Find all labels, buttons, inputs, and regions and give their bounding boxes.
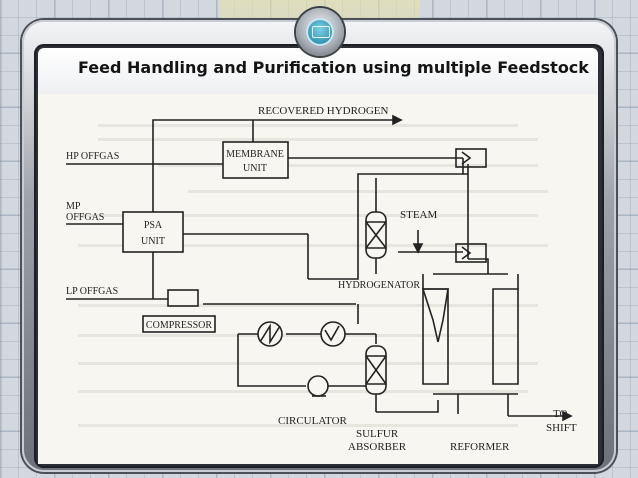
hp-offgas-label: HP OFFGAS <box>66 151 119 162</box>
compressor-label: COMPRESSOR <box>146 320 212 331</box>
sulfur-label: SULFUR <box>356 428 399 440</box>
psa-unit-label: UNIT <box>141 236 165 247</box>
feed-effluent-exchanger <box>320 321 346 347</box>
mp-label: MP <box>66 201 81 212</box>
mp-offgas-label: OFFGAS <box>66 212 104 223</box>
membrane-label: MEMBRANE <box>226 149 284 160</box>
hydrogenator-label: HYDROGENATOR <box>338 280 420 291</box>
shift-label: SHIFT <box>546 422 577 434</box>
sulfur-absorber-vessel <box>365 345 387 395</box>
process-diagram-image: MEMBRANE UNIT PSA UNIT COMPRESSOR <box>38 94 598 464</box>
circulator-pump <box>307 375 329 397</box>
hydrogenator-vessel <box>365 211 387 259</box>
compressor: COMPRESSOR <box>142 289 216 333</box>
steam-label: STEAM <box>400 209 438 221</box>
feed-heater <box>257 321 283 347</box>
reformer-label: REFORMER <box>450 441 510 453</box>
lp-offgas-label: LP OFFGAS <box>66 286 118 297</box>
recovered-hydrogen-label: RECOVERED HYDROGEN <box>258 105 389 117</box>
psa-unit: PSA UNIT <box>122 211 184 253</box>
monitor-icon <box>312 26 330 38</box>
flow-lines <box>66 114 573 422</box>
faint-background-text <box>78 124 548 427</box>
absorber-label: ABSORBER <box>348 441 407 453</box>
to-label: TO <box>553 408 568 420</box>
circulator-label: CIRCULATOR <box>278 415 348 427</box>
psa-label: PSA <box>144 220 163 231</box>
membrane-unit: MEMBRANE UNIT <box>222 141 289 179</box>
slide-title: Feed Handling and Purification using mul… <box>78 58 589 77</box>
membrane-unit-label: UNIT <box>243 163 267 174</box>
process-flow-diagram: MEMBRANE UNIT PSA UNIT COMPRESSOR <box>66 105 577 453</box>
convection-coils <box>455 148 487 263</box>
